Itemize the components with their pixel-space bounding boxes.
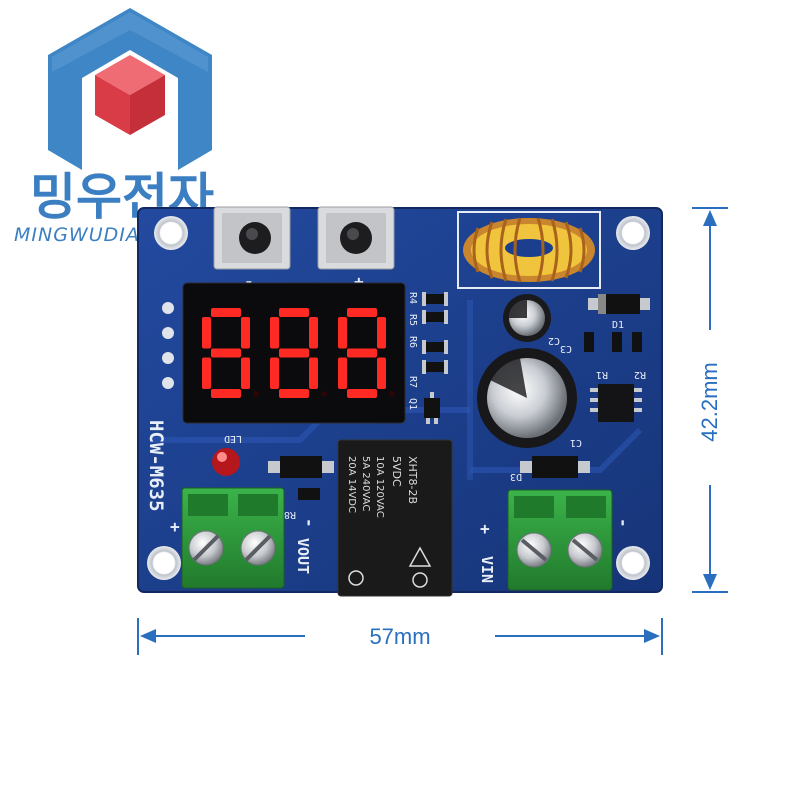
input-terminal-block[interactable] [507,489,613,591]
label-c1: C1 [570,437,582,448]
mounting-hole [616,216,650,250]
output-minus-sign: - [300,518,319,528]
segment-g [279,348,309,358]
smd-diode [268,456,334,478]
relay-rating-3: 20A 14VDC [346,456,357,513]
warning-icon [408,546,432,567]
seven-segment-display [182,282,406,424]
label-r1: R1 [596,369,608,380]
segment-a [211,308,241,317]
segment-f [202,317,211,349]
arrow-up-icon [703,210,717,226]
segment-c [309,357,318,389]
segment-b [377,317,386,349]
plus-push-button[interactable]: + [317,206,395,291]
board-model-label: HCW-M635 [145,420,167,512]
smd-resistor-array [422,292,448,424]
segment-a [279,308,309,317]
arrow-right-icon [644,629,660,643]
segment-f [338,317,347,349]
relay-model: XHT8-2B [406,456,419,504]
segment-g [347,348,377,358]
label-r8: R8 [284,509,296,520]
relay-rating-1: 10A 120VAC [374,456,385,518]
dimension-width: 57mm [137,618,663,655]
segment-c [241,357,250,389]
certification-icon [348,570,364,586]
led-label: LED [224,433,242,444]
decimal-point [253,391,259,397]
minus-sign: - [244,272,254,291]
toroid-inductor [457,211,601,289]
segment-b [241,317,250,349]
ic-chip [590,384,642,422]
input-plus-sign: + [480,519,490,538]
segment-e [270,357,279,389]
segment-d [279,389,309,398]
relay-rating-2: 5A 240VAC [360,456,371,511]
small-capacitor [503,294,551,342]
output-label: VOUT [294,538,312,574]
output-terminal-block[interactable] [181,487,285,589]
pcb-board: HCW-M635 - + R4 R5 R6 R7 Q1 [137,206,663,597]
segment-e [338,357,347,389]
height-label: 42.2mm [697,362,722,441]
relay: XHT8-2B 5VDC 10A 120VAC 5A 240VAC 20A 14… [337,439,453,597]
decimal-point [389,391,395,397]
smd-diode-d3 [520,456,590,478]
dimension-height: 42.2mm [692,207,728,593]
decimal-point [321,391,327,397]
plus-sign: + [354,272,364,291]
segment-e [202,357,211,389]
segment-g [211,348,241,358]
mounting-hole [154,216,188,250]
segment-d [347,389,377,398]
relay-coil: 5VDC [390,456,403,487]
label-r5: R5 [407,314,418,326]
large-capacitor [477,348,577,448]
label-r4: R4 [407,292,418,304]
label-r2: R2 [634,369,646,380]
label-r7: R7 [407,376,418,388]
label-q1: Q1 [407,398,418,410]
label-d3: D3 [510,471,522,482]
segment-a [347,308,377,317]
segment-c [377,357,386,389]
segment-b [309,317,318,349]
label-r6: R6 [407,336,418,348]
arrow-left-icon [140,629,156,643]
label-c3: C3 [560,343,572,354]
brand-logo: 밍우전자 MINGWUDIANZI [14,8,214,246]
width-label: 57mm [369,624,430,649]
arrow-down-icon [703,574,717,590]
output-plus-sign: + [170,517,180,536]
input-label: VIN [478,556,496,583]
label-c2: C2 [548,335,560,346]
segment-d [211,389,241,398]
status-led: LED [212,433,242,476]
brand-latin-name: MINGWUDIANZI [14,224,176,246]
segment-f [270,317,279,349]
mounting-hole [616,546,650,580]
certification-icon [412,572,428,588]
smd-diode [588,294,650,314]
cube-icon [95,55,165,135]
mounting-hole [147,546,181,580]
input-minus-sign: - [614,518,633,528]
label-d1: D1 [612,320,624,331]
minus-push-button[interactable]: - [213,206,291,291]
